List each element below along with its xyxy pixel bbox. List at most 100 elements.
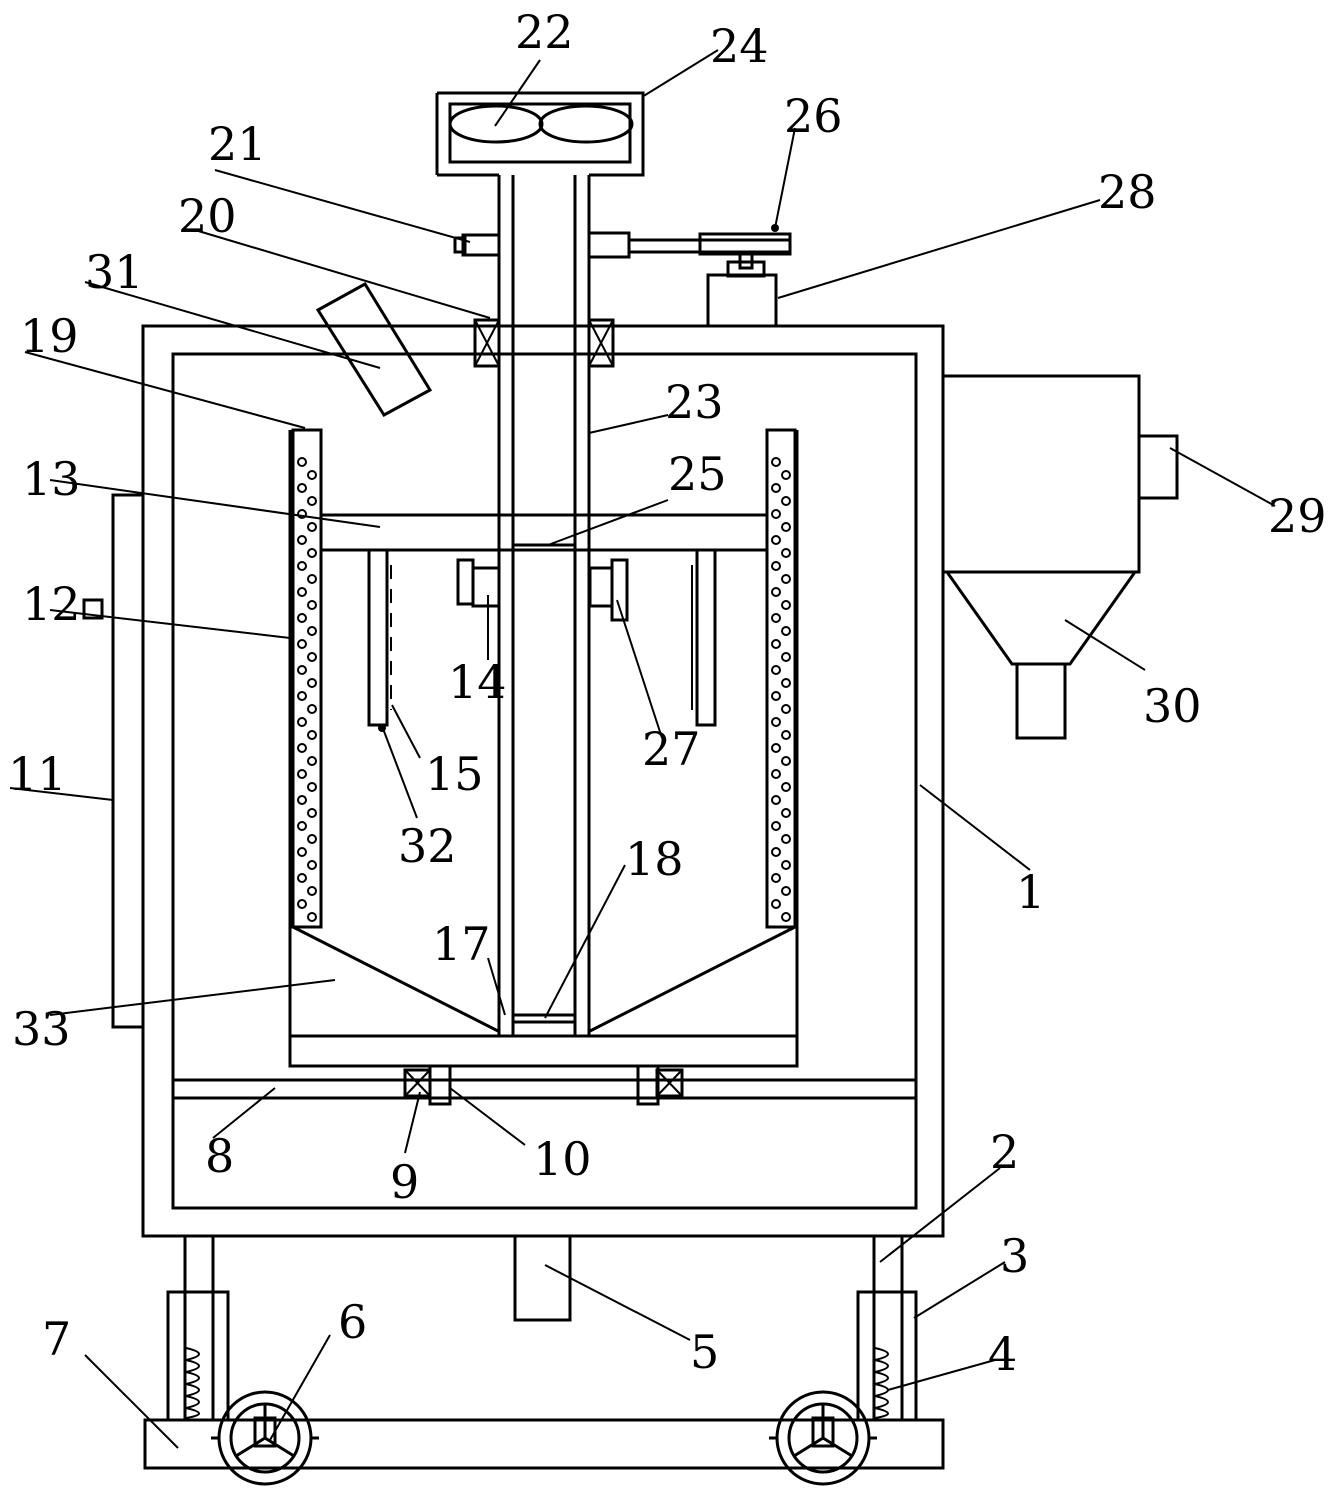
filter-hole [771, 613, 781, 623]
label-15: 15 [425, 747, 484, 801]
filter-hole [781, 912, 791, 922]
top-bearings [473, 318, 615, 368]
filter-hole [297, 457, 307, 467]
filter-hole [781, 548, 791, 558]
label-27: 27 [642, 722, 701, 776]
label-2: 2 [990, 1125, 1019, 1179]
inner-drum [288, 428, 799, 1068]
label-31: 31 [85, 245, 144, 299]
label-14: 14 [448, 655, 507, 709]
filter-hole [307, 574, 317, 584]
filter-hole [771, 639, 781, 649]
filter-hole [781, 652, 791, 662]
filter-hole [781, 574, 791, 584]
filter-hole [781, 626, 791, 636]
label-11: 11 [8, 747, 67, 801]
filter-hole [771, 587, 781, 597]
filter-hole [307, 496, 317, 506]
filter-hole [297, 483, 307, 493]
filter-hole [771, 717, 781, 727]
filter-hole [297, 613, 307, 623]
label-4: 4 [988, 1327, 1017, 1381]
filter-hole [307, 756, 317, 766]
filter-hole [781, 704, 791, 714]
filter-hole [307, 652, 317, 662]
label-13: 13 [22, 452, 81, 506]
label-7: 7 [42, 1312, 71, 1366]
filter-hole [297, 691, 307, 701]
filter-hole [771, 821, 781, 831]
filter-hole [771, 483, 781, 493]
fan-housing [435, 91, 645, 177]
label-18: 18 [625, 832, 684, 886]
filter-hole [781, 730, 791, 740]
filter-hole [781, 496, 791, 506]
filter-hole [297, 535, 307, 545]
filter-hole [297, 587, 307, 597]
filter-holes [297, 457, 791, 922]
label-19: 19 [20, 309, 79, 363]
filter-hole [307, 782, 317, 792]
filter-hole [297, 561, 307, 571]
filter-hole [771, 509, 781, 519]
filter-hole [307, 730, 317, 740]
filter-hole [771, 743, 781, 753]
dust-collector [941, 374, 1179, 740]
filter-hole [771, 873, 781, 883]
filter-hole [307, 626, 317, 636]
label-22: 22 [515, 5, 574, 59]
filter-hole [771, 899, 781, 909]
label-21: 21 [208, 117, 267, 171]
feed-inlet [315, 281, 433, 417]
filter-hole [297, 509, 307, 519]
label-28: 28 [1098, 165, 1157, 219]
base-plate [143, 1418, 945, 1470]
label-25: 25 [668, 447, 727, 501]
central-shaft [497, 175, 591, 1036]
filter-hole [297, 717, 307, 727]
support-plate [173, 1064, 916, 1106]
filter-hole [307, 886, 317, 896]
label-23: 23 [665, 375, 724, 429]
filter-hole [307, 912, 317, 922]
filter-hole [297, 795, 307, 805]
filter-hole [771, 561, 781, 571]
label-17: 17 [432, 917, 491, 971]
label-12: 12 [22, 577, 81, 631]
filter-hole [771, 795, 781, 805]
filter-hole [771, 535, 781, 545]
control-box [82, 493, 145, 1029]
filter-hole [297, 665, 307, 675]
filter-hole [771, 769, 781, 779]
gear-drive [453, 231, 792, 328]
filter-hole [307, 600, 317, 610]
filter-hole [781, 860, 791, 870]
label-29: 29 [1268, 489, 1327, 543]
filter-hole [307, 678, 317, 688]
filter-hole [781, 470, 791, 480]
filter-hole [781, 756, 791, 766]
filter-hole [297, 873, 307, 883]
filter-hole [297, 769, 307, 779]
filter-hole [781, 834, 791, 844]
filter-hole [307, 860, 317, 870]
label-3: 3 [1000, 1229, 1029, 1283]
filter-hole [307, 834, 317, 844]
filter-hole [771, 847, 781, 857]
filter-hole [297, 899, 307, 909]
label-20: 20 [178, 189, 237, 243]
label-33: 33 [12, 1002, 71, 1056]
label-26: 26 [784, 89, 843, 143]
filter-hole [297, 821, 307, 831]
label-24: 24 [710, 19, 769, 73]
legs [166, 1234, 918, 1422]
filter-hole [781, 522, 791, 532]
filter-hole [307, 522, 317, 532]
filter-hole [297, 639, 307, 649]
label-1: 1 [1016, 865, 1045, 919]
filter-hole [297, 743, 307, 753]
outlet [513, 1234, 572, 1322]
filter-hole [781, 886, 791, 896]
